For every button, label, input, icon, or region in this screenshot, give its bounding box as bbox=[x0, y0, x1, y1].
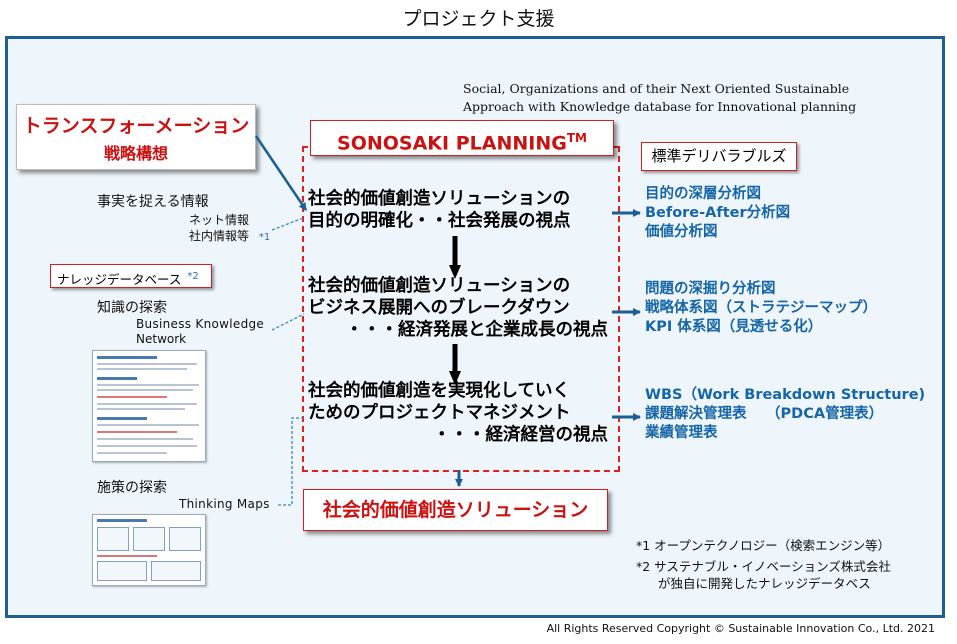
deliverable-item: 目的の深層分析図 bbox=[645, 186, 761, 202]
footnote-2-line-1: *2 サステナブル・イノベーションズ株式会社 bbox=[636, 559, 891, 574]
bkn-line-1: Business Knowledge bbox=[136, 317, 265, 331]
deliverable-item: Before-After分析図 bbox=[645, 205, 791, 221]
transformation-box: トランスフォーメーション 戦略構想 bbox=[16, 104, 256, 170]
deliverable-item: 課題解決管理表 （PDCA管理表） bbox=[645, 406, 884, 422]
step-2: 社会的価値創造ソリューションの ビジネス展開へのブレークダウン ・・・経済発展と… bbox=[308, 275, 608, 341]
deliverable-item: 業績管理表 bbox=[645, 425, 718, 441]
step-3-line-3: ・・・経済経営の視点 bbox=[433, 425, 608, 445]
facts-item-net: ネット情報 bbox=[189, 213, 250, 227]
facts-item-internal: 社内情報等 *1 bbox=[189, 227, 270, 244]
brand-trademark: TM bbox=[566, 131, 587, 145]
step-1-line-1: 社会的価値創造ソリューションの bbox=[308, 189, 571, 209]
facts-note: *1 bbox=[258, 232, 271, 243]
step-3-line-2: ためのプロジェクトマネジメント bbox=[308, 403, 571, 423]
step-2-line-1: 社会的価値創造ソリューションの bbox=[308, 276, 571, 296]
transformation-title: トランスフォーメーション bbox=[22, 115, 250, 137]
deliverable-item: WBS（Work Breakdown Structure) bbox=[645, 387, 926, 403]
footnote-1: *1 オープンテクノロジー（検索エンジン等） bbox=[636, 538, 891, 553]
final-solution-box: 社会的価値創造ソリューション bbox=[303, 489, 608, 531]
step-2-line-3: ・・・経済発展と企業成長の視点 bbox=[345, 320, 609, 340]
step-1-line-2: 目的の明確化・・社会発展の視点 bbox=[308, 211, 571, 231]
deliverable-item: KPI 体系図（見透せる化） bbox=[645, 319, 823, 335]
subtitle: Social, Organizations and of their Next … bbox=[463, 80, 856, 116]
facts-item-internal-label: 社内情報等 bbox=[189, 229, 250, 243]
deliverables-group-2: 問題の深掘り分析図 戦略体系図（ストラテジーマップ） KPI 体系図（見透せる化… bbox=[645, 280, 877, 337]
bkn-line-2: Network bbox=[136, 332, 187, 346]
copyright: All Rights Reserved Copyright © Sustaina… bbox=[546, 622, 935, 635]
measures-heading: 施策の探索 bbox=[97, 480, 167, 496]
deliverables-heading: 標準デリバラブルズ bbox=[641, 142, 797, 171]
dashed-connector-icon bbox=[271, 217, 304, 231]
knowledge-database-label: ナレッジデータベース *2 bbox=[50, 264, 212, 288]
subtitle-line-2: Approach with Knowledge database for Inn… bbox=[463, 99, 857, 114]
dashed-connector-icon bbox=[271, 313, 305, 331]
step-1: 社会的価値創造ソリューションの 目的の明確化・・社会発展の視点 bbox=[308, 188, 608, 232]
dashed-connector-icon bbox=[278, 417, 306, 506]
deliverables-group-1: 目的の深層分析図 Before-After分析図 価値分析図 bbox=[645, 185, 790, 242]
brand-box: SONOSAKI PLANNINGTM bbox=[310, 120, 614, 156]
step-3-line-1: 社会的価値創造を実現化していく bbox=[308, 381, 570, 401]
kb-label-text: ナレッジデータベース bbox=[57, 272, 182, 288]
bkn-document-thumbnail bbox=[92, 350, 206, 462]
kb-note: *2 bbox=[187, 271, 199, 282]
brand-name: SONOSAKI PLANNING bbox=[337, 132, 567, 155]
footnote-2-line-2: が独自に開発したナレッジデータベス bbox=[658, 576, 871, 591]
thinking-maps-label: Thinking Maps bbox=[179, 497, 270, 511]
footnote-2: *2 サステナブル・イノベーションズ株式会社 が独自に開発したナレッジデータベス bbox=[636, 558, 891, 592]
facts-heading: 事実を捉える情報 bbox=[97, 194, 209, 210]
page-title: プロジェクト支援 bbox=[402, 8, 555, 30]
step-2-line-2: ビジネス展開へのブレークダウン bbox=[308, 298, 570, 318]
thinking-maps-thumbnail bbox=[92, 514, 206, 586]
transformation-arrow-icon bbox=[254, 135, 308, 211]
deliverable-item: 戦略体系図（ストラテジーマップ） bbox=[645, 300, 877, 316]
step-3: 社会的価値創造を実現化していく ためのプロジェクトマネジメント ・・・経済経営の… bbox=[308, 380, 608, 446]
knowledge-heading: 知識の探索 bbox=[97, 300, 167, 316]
deliverable-item: 価値分析図 bbox=[645, 224, 718, 240]
subtitle-line-1: Social, Organizations and of their Next … bbox=[463, 81, 850, 96]
deliverables-group-3: WBS（Work Breakdown Structure) 課題解決管理表 （P… bbox=[645, 386, 925, 443]
deliverable-item: 問題の深掘り分析図 bbox=[645, 281, 776, 297]
transformation-subtitle: 戦略構想 bbox=[103, 144, 168, 163]
